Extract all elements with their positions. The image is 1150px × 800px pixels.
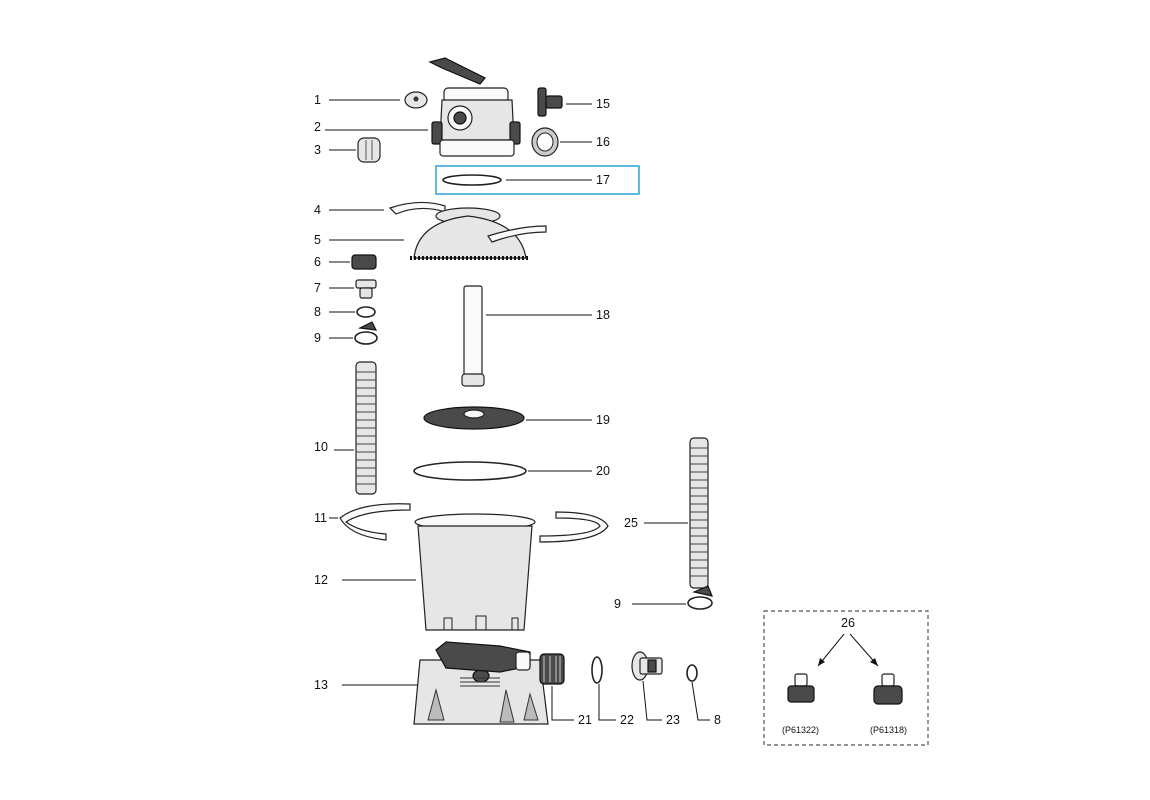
label-21: 21 <box>578 713 592 727</box>
label-9-left: 9 <box>314 331 321 345</box>
label-1: 1 <box>314 93 321 107</box>
leader-22 <box>598 684 616 721</box>
label-12: 12 <box>314 573 328 587</box>
adapter-p61318 <box>873 673 903 705</box>
label-8-right: 8 <box>714 713 721 727</box>
label-13: 13 <box>314 678 328 692</box>
part-7-adapter <box>355 279 377 299</box>
part-21-strainer <box>539 653 565 685</box>
part-6-nut <box>351 254 377 270</box>
label-17: 17 <box>596 173 610 187</box>
label-9-right: 9 <box>614 597 621 611</box>
leader-21 <box>551 686 574 721</box>
part-5-tank-lid <box>410 207 547 260</box>
label-25: 25 <box>624 516 638 530</box>
label-8-left: 8 <box>314 305 321 319</box>
part-8-o-ring-small <box>356 306 376 318</box>
part-17-o-ring <box>442 174 502 186</box>
part-2-multiport-valve <box>428 57 521 157</box>
part-25-hose <box>689 437 709 589</box>
part-23-connector <box>631 651 663 681</box>
label-22: 22 <box>620 713 634 727</box>
label-26: 26 <box>841 616 855 630</box>
highlight-box-17 <box>435 165 640 195</box>
part-12-tank <box>414 513 536 631</box>
part-13-pump-base <box>413 641 549 725</box>
label-5: 5 <box>314 233 321 247</box>
label-20: 20 <box>596 464 610 478</box>
part-19-lateral-assembly <box>423 406 525 430</box>
part-26-callout: 26 (P61322) (P61318) <box>763 610 929 746</box>
part-10-hose <box>355 361 377 495</box>
part-4-clamp-half <box>388 201 446 215</box>
part-9-hose-clamp-left <box>354 321 378 345</box>
callout-box-26 <box>763 610 929 746</box>
code-p61318: (P61318) <box>870 725 907 735</box>
leader-8-right <box>691 681 710 721</box>
part-15-drain-valve <box>537 87 563 117</box>
label-11: 11 <box>314 511 327 525</box>
part-18-standpipe <box>461 285 485 387</box>
label-19: 19 <box>596 413 610 427</box>
part-1-cap <box>404 91 428 109</box>
label-3: 3 <box>314 143 321 157</box>
label-6: 6 <box>314 255 321 269</box>
label-10: 10 <box>314 440 328 454</box>
label-2: 2 <box>314 120 321 134</box>
part-3-threaded-cap <box>357 137 381 163</box>
part-11-clamp-ring <box>339 503 609 543</box>
code-p61322: (P61322) <box>782 725 819 735</box>
label-4: 4 <box>314 203 321 217</box>
part-22-o-ring <box>591 656 603 684</box>
leader-23 <box>642 680 662 721</box>
part-8-o-ring-right <box>686 664 698 682</box>
part-20-large-o-ring <box>413 461 527 481</box>
part-9-hose-clamp-right <box>687 585 713 610</box>
adapter-p61322 <box>787 673 815 703</box>
label-15: 15 <box>596 97 610 111</box>
label-16: 16 <box>596 135 610 149</box>
label-7: 7 <box>314 281 321 295</box>
label-23: 23 <box>666 713 680 727</box>
part-16-gasket <box>531 127 559 157</box>
label-18: 18 <box>596 308 610 322</box>
